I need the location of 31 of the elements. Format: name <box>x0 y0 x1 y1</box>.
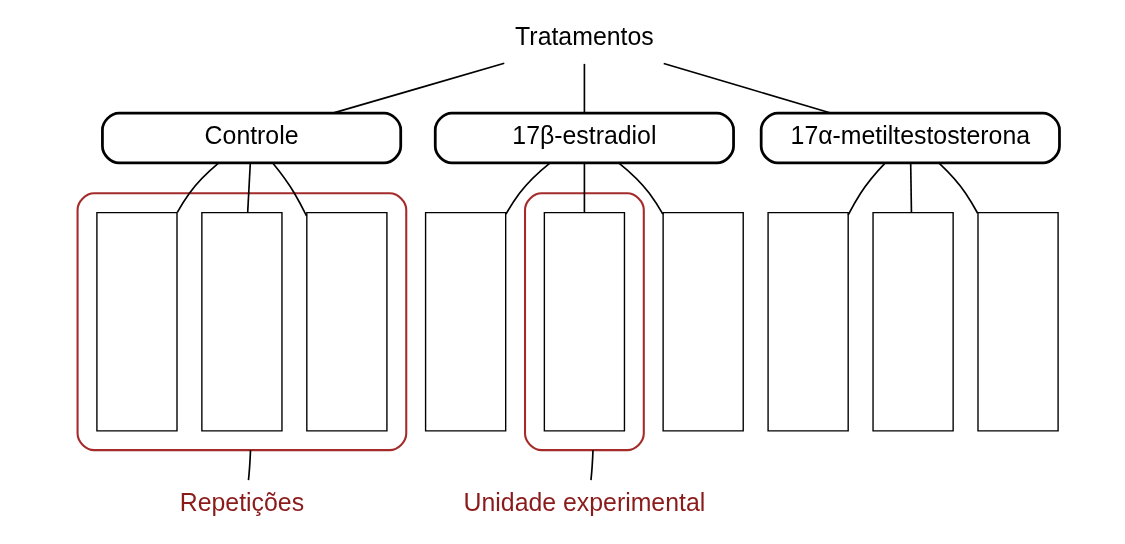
connector <box>589 449 594 481</box>
connector <box>909 162 912 214</box>
node-text: Unidade experimental <box>463 489 705 517</box>
node-box: 17β-estradiol <box>433 111 735 165</box>
connector <box>246 162 251 214</box>
connector <box>617 162 664 215</box>
node-bar <box>95 211 178 432</box>
connector <box>846 162 886 216</box>
node-bar <box>200 211 283 432</box>
node-text: Tratamentos <box>514 22 654 50</box>
connector <box>583 63 585 114</box>
connector <box>583 162 585 214</box>
cluster <box>523 192 645 452</box>
node-bar <box>871 211 954 432</box>
connector <box>271 162 307 217</box>
connector <box>331 62 505 114</box>
node-bar <box>424 211 506 432</box>
node-bar <box>766 211 849 432</box>
node-bar <box>305 211 388 432</box>
node-box: Controle <box>100 111 402 165</box>
connector <box>247 449 251 481</box>
connector <box>662 62 831 114</box>
connector <box>504 162 551 215</box>
connector <box>937 162 978 215</box>
connector <box>175 162 219 214</box>
node-bar <box>543 211 625 432</box>
node-bar <box>661 211 744 432</box>
cluster <box>76 192 407 452</box>
node-bar <box>976 211 1059 432</box>
node-box: 17α-metiltestosterona <box>759 111 1061 165</box>
node-text: Repetições <box>179 489 304 517</box>
